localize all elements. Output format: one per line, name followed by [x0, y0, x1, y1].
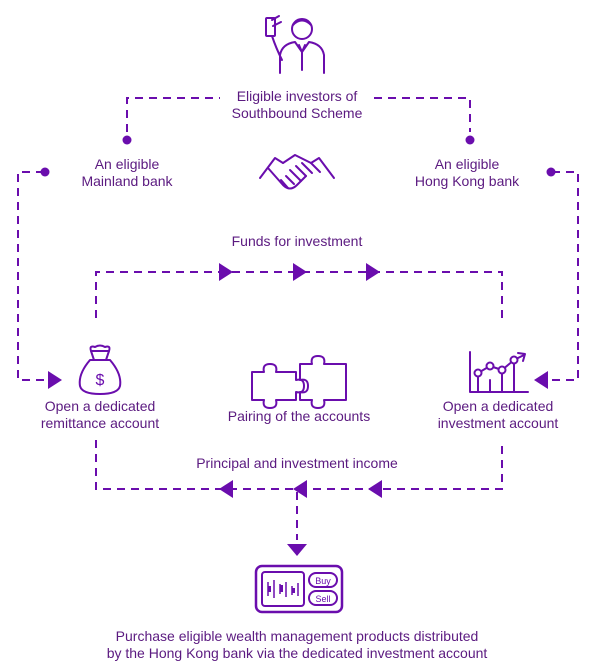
puzzle-icon: [251, 355, 347, 409]
funds-flow-text: Funds for investment: [231, 233, 363, 249]
purchase-label: Purchase eligible wealth management prod…: [47, 628, 547, 662]
purchase-line1: Purchase eligible wealth management prod…: [115, 628, 479, 644]
dollar-sign-icon: $: [96, 372, 105, 389]
down-arrow: [287, 544, 307, 556]
income-flow-label: Principal and investment income: [167, 455, 427, 472]
investors-label: Eligible investors of Southbound Scheme: [197, 88, 397, 122]
funds-flow-line: [95, 271, 503, 318]
income-arrow-2: [293, 480, 307, 498]
remittance-account-label: Open a dedicated remittance account: [25, 398, 175, 432]
investors-label-line1: Eligible investors of: [236, 88, 358, 104]
mainland-bank-line2: Mainland bank: [81, 173, 173, 189]
investment-line1: Open a dedicated: [442, 398, 554, 414]
hk-bank-line2: Hong Kong bank: [414, 173, 520, 189]
buy-label: Buy: [315, 576, 331, 586]
investors-right-dot: [465, 135, 475, 145]
investors-left-dot: [122, 135, 132, 145]
funds-arrow-3: [366, 263, 380, 281]
pairing-label: Pairing of the accounts: [199, 408, 399, 425]
investors-bracket: [126, 97, 471, 132]
mainland-arrow: [48, 371, 62, 389]
mainland-connector: [17, 171, 48, 381]
investment-line2: investment account: [437, 415, 559, 431]
remittance-line1: Open a dedicated: [44, 398, 156, 414]
investment-account-label: Open a dedicated investment account: [423, 398, 573, 432]
funds-arrow-2: [293, 263, 307, 281]
sell-button: [308, 590, 338, 606]
income-arrow-1: [368, 480, 382, 498]
growth-chart-icon: [469, 351, 529, 393]
hk-bank-line1: An eligible: [434, 156, 500, 172]
money-bag-icon: [78, 344, 122, 395]
funds-arrow-1: [219, 263, 233, 281]
hk-dot: [546, 167, 556, 177]
mainland-bank-label: An eligible Mainland bank: [62, 156, 192, 190]
pairing-text: Pairing of the accounts: [227, 408, 371, 424]
buy-button: [308, 572, 338, 588]
purchase-line2: by the Hong Kong bank via the dedicated …: [106, 645, 488, 661]
income-arrow-3: [219, 480, 233, 498]
mainland-bank-line1: An eligible: [94, 156, 160, 172]
handshake-icon: [259, 154, 335, 190]
trading-terminal-icon: [254, 564, 344, 614]
sell-label: Sell: [315, 594, 330, 604]
funds-flow-label: Funds for investment: [197, 233, 397, 250]
hk-arrow: [534, 371, 548, 389]
hk-connector: [548, 171, 579, 381]
remittance-line2: remittance account: [40, 415, 160, 431]
mainland-dot: [40, 167, 50, 177]
income-flow-text: Principal and investment income: [196, 455, 398, 471]
investor-with-cash-icon: [265, 15, 325, 74]
investors-label-line2: Southbound Scheme: [231, 105, 363, 121]
hk-bank-label: An eligible Hong Kong bank: [402, 156, 532, 190]
